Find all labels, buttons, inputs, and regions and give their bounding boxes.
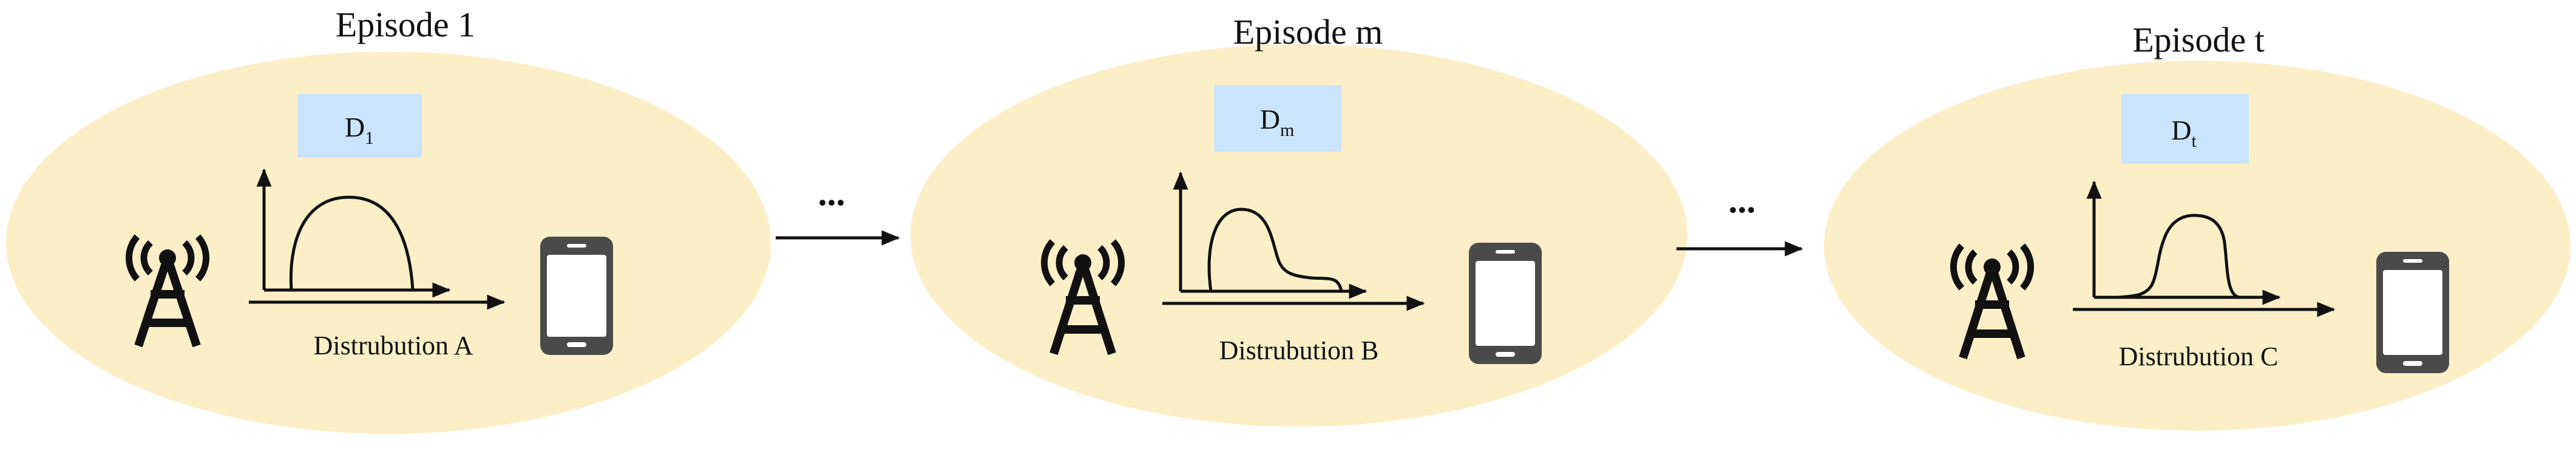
- cell-tower-icon: [1041, 239, 1125, 356]
- connector-2-ellipsis: ...: [1729, 180, 1756, 220]
- dataset-dm-box: [1214, 85, 1341, 152]
- episode-1-group: Episode 1 D1 Distrubution A: [6, 5, 771, 434]
- smartphone-icon: [2376, 252, 2449, 373]
- connector-2: ...: [1676, 180, 1803, 257]
- episode-m-group: Episode m Dm Distrubution B: [910, 12, 1687, 427]
- distribution-a-plot: [249, 168, 506, 310]
- distribution-b-label: Distrubution B: [1219, 336, 1379, 365]
- dataset-d1-box: [297, 94, 422, 158]
- episode-t-group: Episode t Dt Distrubution C: [1824, 20, 2571, 431]
- dataset-dt-box: [2121, 94, 2249, 164]
- dataset-dm-label: Dm: [1260, 104, 1295, 140]
- dataset-dt-label: Dt: [2171, 115, 2197, 151]
- cell-tower-icon: [126, 234, 209, 348]
- cell-tower-icon: [1950, 243, 2034, 360]
- distribution-c-curve: [2117, 214, 2242, 299]
- smartphone-icon: [540, 237, 613, 355]
- connector-1: ...: [776, 173, 900, 246]
- smartphone-icon: [1469, 243, 1542, 364]
- distribution-a-curve: [289, 195, 415, 292]
- distribution-b-curve: [1207, 208, 1343, 293]
- distribution-c-plot: [2073, 180, 2336, 317]
- connector-1-ellipsis: ...: [818, 173, 846, 213]
- distribution-a-label: Distrubution A: [314, 331, 473, 360]
- dataset-d1-label: D1: [345, 112, 374, 148]
- episode-1-title: Episode 1: [336, 5, 475, 44]
- episode-m-title: Episode m: [1233, 12, 1383, 52]
- distribution-c-label: Distrubution C: [2119, 342, 2279, 371]
- episode-t-title: Episode t: [2132, 20, 2264, 59]
- distribution-b-plot: [1162, 171, 1425, 311]
